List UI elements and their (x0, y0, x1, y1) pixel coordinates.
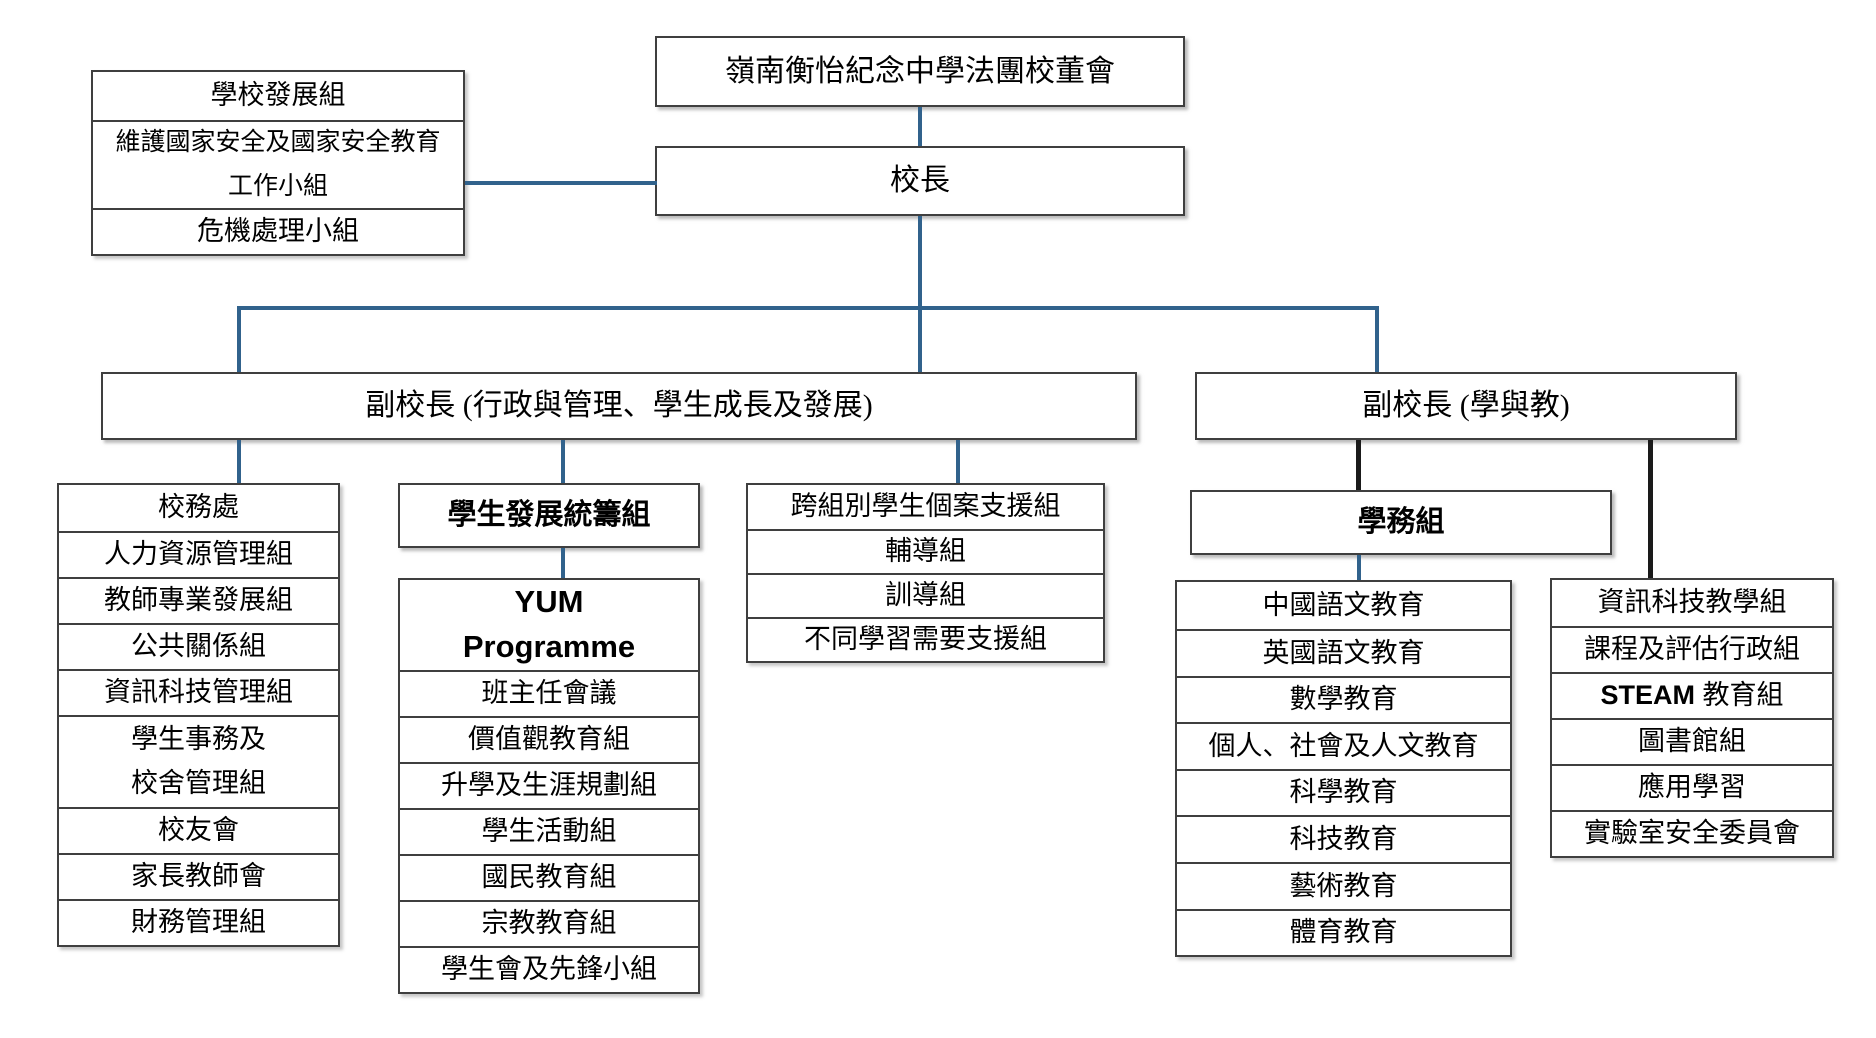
org-cell: STEAM 教育組 (1552, 672, 1832, 718)
org-cell: 教師專業發展組 (59, 577, 338, 623)
org-cell: 人力資源管理組 (59, 531, 338, 577)
org-cell: 藝術教育 (1177, 862, 1510, 909)
board-box: 嶺南衡怡紀念中學法團校董會 (655, 36, 1185, 107)
connector-vpadmin-student-dev (561, 440, 565, 483)
org-cell: 個人、社會及人文教育 (1177, 722, 1510, 769)
org-cell: 校務處 (158, 492, 239, 523)
org-cell: 危機處理小組 (93, 208, 463, 254)
org-cell: 校友會 (59, 807, 338, 853)
org-cell: 學校發展組 (210, 80, 346, 111)
org-cell: 實驗室安全委員會 (1552, 810, 1832, 856)
org-cell-text: STEAM (1600, 680, 1703, 711)
org-cell: 公共關係組 (59, 623, 338, 669)
org-cell: 課程及評估行政組 (1552, 626, 1832, 672)
connector-vpadmin-office (237, 440, 241, 483)
student-development-table: YUM Programme 班主任會議價值觀教育組升學及生涯規劃組學生活動組國民教… (398, 578, 700, 994)
school-development-table: 學校發展組維護國家安全及國家安全教育 工作小組危機處理小組 (91, 70, 465, 256)
academic-affairs-header-box: 學務組 (1190, 490, 1612, 555)
connector-development-principal (465, 181, 657, 185)
student-development-header-box: 學生發展統籌組 (398, 483, 700, 548)
org-cell: 體育教育 (1177, 909, 1510, 955)
kla-table: 中國語文教育英國語文教育數學教育個人、社會及人文教育科學教育科技教育藝術教育體育… (1175, 580, 1512, 957)
org-cell: 數學教育 (1177, 676, 1510, 722)
connector-principal-down (918, 216, 922, 372)
org-cell-text: 教育組 (1702, 680, 1784, 711)
vp-admin-box: 副校長 (行政與管理、學生成長及發展) (101, 372, 1137, 440)
org-cell: 應用學習 (1552, 764, 1832, 810)
vp-learning-box: 副校長 (學與教) (1195, 372, 1737, 440)
org-cell: 中國語文教育 (1262, 589, 1425, 620)
org-cell: 跨組別學生個案支援組 (790, 491, 1061, 522)
org-cell: 圖書館組 (1552, 718, 1832, 764)
org-cell: 班主任會議 (400, 670, 698, 716)
org-cell: 維護國家安全及國家安全教育 工作小組 (93, 120, 463, 208)
org-cell: 資訊科技管理組 (59, 669, 338, 715)
org-cell: 學生會及先鋒小組 (400, 946, 698, 992)
org-cell: 資訊科技教學組 (1597, 587, 1787, 618)
connector-vpadmin-case-support (956, 440, 960, 483)
org-cell: 升學及生涯規劃組 (400, 762, 698, 808)
org-cell: 家長教師會 (59, 853, 338, 899)
org-cell: 財務管理組 (59, 899, 338, 945)
org-cell: 不同學習需要支援組 (748, 617, 1103, 661)
connector-studentdev-header-table (561, 548, 565, 578)
connector-vplearning-support (1648, 440, 1653, 578)
connector-span-horizontal (237, 306, 1379, 310)
connector-board-principal (918, 107, 922, 146)
org-cell: 學生事務及 校舍管理組 (59, 715, 338, 807)
school-office-table: 校務處人力資源管理組教師專業發展組公共關係組資訊科技管理組學生事務及 校舍管理組… (57, 483, 340, 947)
org-cell: 學生活動組 (400, 808, 698, 854)
org-cell: 科學教育 (1177, 769, 1510, 815)
org-cell: 科技教育 (1177, 815, 1510, 862)
org-cell: 國民教育組 (400, 854, 698, 900)
org-cell: YUM Programme (462, 584, 636, 664)
connector-span-right-drop (1375, 306, 1379, 372)
connector-span-left-drop (237, 306, 241, 372)
org-cell: 訓導組 (748, 573, 1103, 617)
connector-academic-kla (1357, 555, 1361, 580)
org-cell: 價值觀教育組 (400, 716, 698, 762)
org-cell: 宗教教育組 (400, 900, 698, 946)
org-cell: 輔導組 (748, 529, 1103, 573)
org-cell: 英國語文教育 (1177, 629, 1510, 676)
connector-vplearning-academic (1356, 440, 1361, 490)
case-support-table: 跨組別學生個案支援組輔導組訓導組不同學習需要支援組 (746, 483, 1105, 663)
principal-box: 校長 (655, 146, 1185, 216)
